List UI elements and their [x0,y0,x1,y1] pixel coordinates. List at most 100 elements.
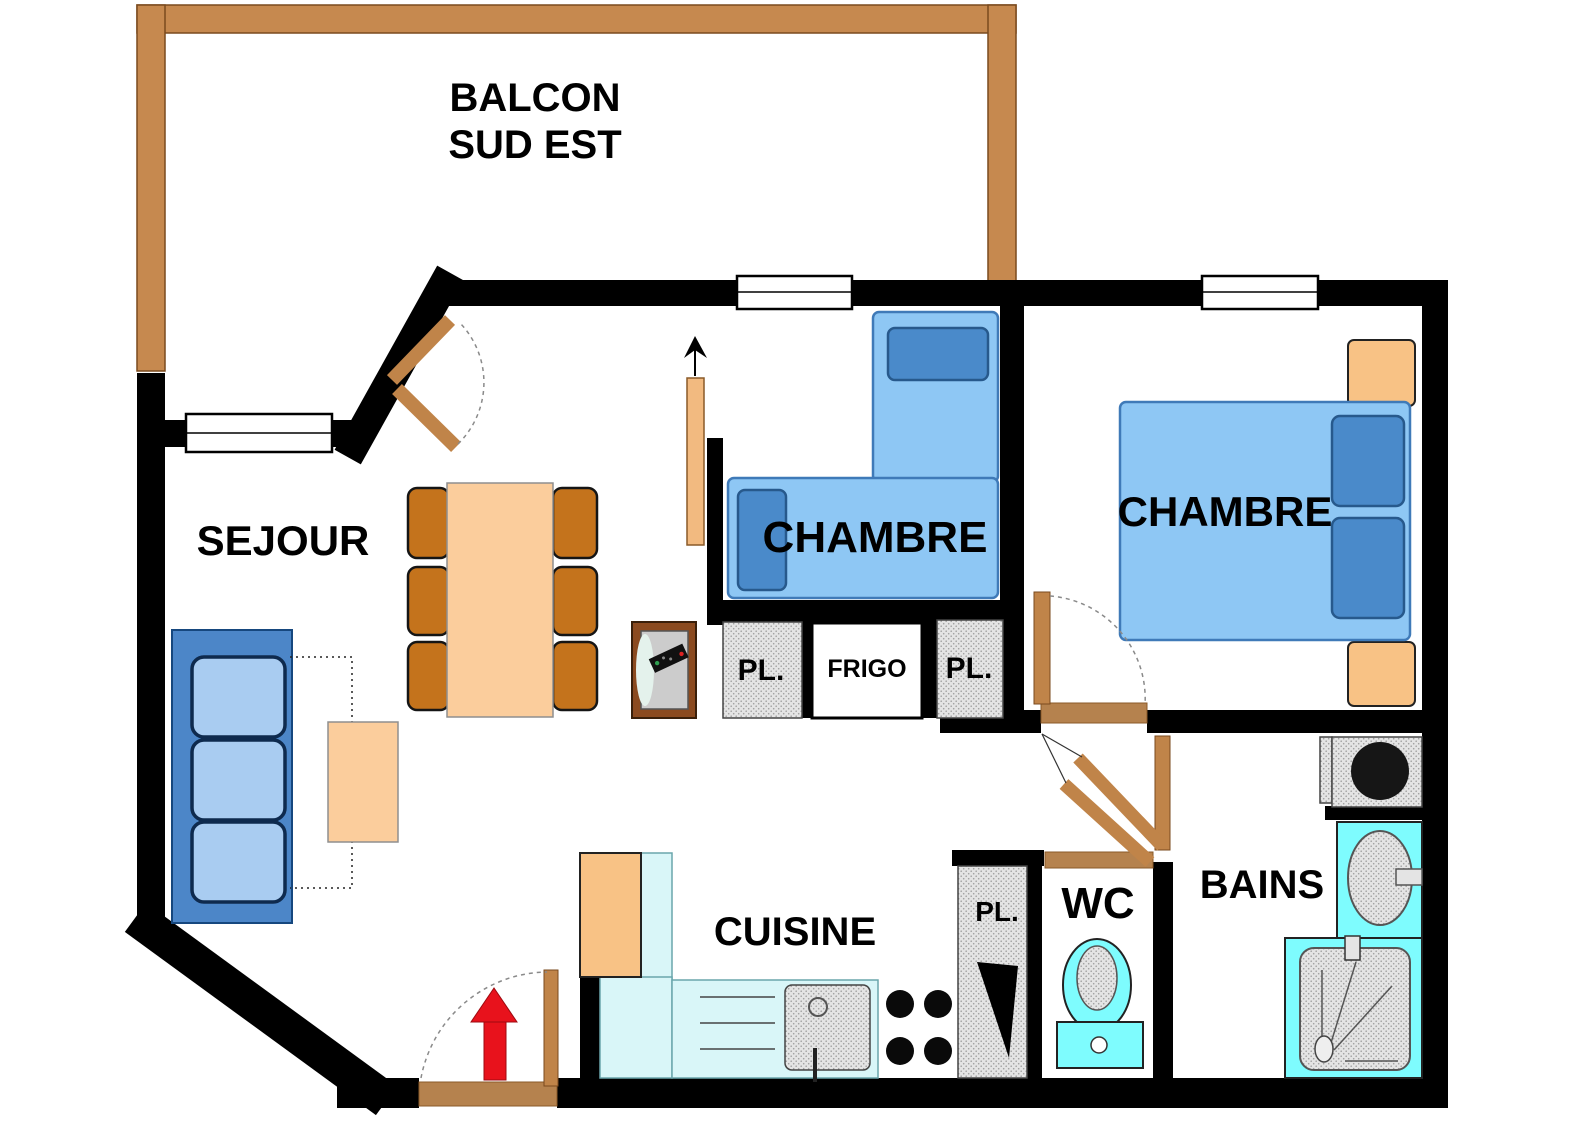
fridge [810,621,924,720]
living-room: SEJOUR [171,336,707,924]
door-swing-line [1041,733,1067,784]
wc-threshold [1044,851,1154,869]
balcony-label-line1: BALCON [449,76,620,120]
chair [406,640,451,712]
closet-kitchen: PL. [957,865,1028,1079]
wall-right [1422,280,1448,1108]
door-swing-arc [420,971,548,1079]
window-left [184,412,334,454]
counter-vertical [640,852,673,981]
tv-remote-icon [648,643,689,673]
chair [551,565,599,637]
wall-bedroom-divider [1000,280,1024,733]
chair [551,640,599,712]
bedroom-2-threshold [1040,702,1148,724]
wall-diagonal-bottom-left [124,902,398,1116]
balcony-door-leaf [392,384,461,452]
balcony-rail-top [136,4,1017,34]
balcony-rail-left [136,4,166,372]
kitchen-cabinet [579,852,642,978]
wall-hall-right [1147,710,1448,733]
bedroom-2-label: CHAMBRE [1118,488,1333,535]
bedroom-1-label: CHAMBRE [763,513,988,562]
balcony-label-line2: SUD EST [448,123,621,167]
stove-icon [886,990,952,1065]
nightstand [1347,641,1416,707]
closet-hall-left [722,621,803,719]
entrance-door [418,969,559,1107]
bedroom-2: CHAMBRE [1033,339,1416,724]
door-swing-arc [457,323,485,445]
wall-kitchen-left [580,977,600,1080]
dining-table [446,482,554,718]
kitchen: CUISINE PL. [579,852,1028,1082]
closet-kitchen-symbol [977,962,1018,1058]
window-bedroom2 [1200,274,1320,311]
entrance-door-panel [543,969,559,1087]
kitchen-label: CUISINE [714,910,876,954]
balcony-door-panel [386,315,456,385]
wall-wc-bains [1153,862,1173,1085]
balcony-door [386,315,485,452]
wall-bottom [557,1078,1448,1108]
wall-closet-kitchen-top [952,850,1044,866]
door-swing-arc [1049,595,1146,706]
balcony-rail-right [987,4,1017,284]
chair [406,486,451,560]
drawers [700,996,775,1050]
pillow [1330,414,1406,508]
bathroom-door [1041,733,1171,867]
entrance-threshold [418,1081,558,1107]
window-bedroom1 [735,274,854,311]
closet-hall-right-label: PL. [946,652,993,685]
bathroom: BAINS [1041,733,1423,1079]
toilet-room: WC [1044,851,1154,1069]
wall-sejour-bedroom1 [707,438,723,625]
bathroom-door-leaf [1073,753,1167,851]
hall-storage: PL. FRIGO PL. [722,619,1004,720]
wall-closet-wc [1027,866,1042,1080]
shower-icon [1284,935,1423,1079]
pillow [736,488,788,592]
pillow [886,326,990,382]
north-arrow-icon [684,336,707,376]
sliding-partition [684,336,707,546]
bedroom-2-door [1033,591,1148,724]
living-room-label: SEJOUR [197,517,370,564]
bathroom-door-frame [1154,735,1171,851]
pillow [1330,516,1406,620]
shower-drain [1314,1035,1334,1063]
washing-machine-icon [1319,736,1423,808]
coffee-table [327,721,399,843]
wall-washer-bottom [1325,806,1422,820]
dining-table-set [406,482,599,718]
closet-hall-right [936,619,1004,719]
wall-closet-sep2 [922,618,937,718]
interior-walls [580,280,1448,1085]
closet-hall-left-label: PL. [738,654,785,687]
fridge-label: FRIGO [827,655,906,683]
chair [551,486,599,560]
sink-icon [784,984,871,1082]
bathroom-sink-icon [1336,821,1423,939]
bedroom-2-door-panel [1033,591,1051,705]
windows [184,274,1320,454]
nightstand [1347,339,1416,407]
bathroom-door-leaf [1059,779,1155,867]
tv-icon [631,621,697,719]
sofa-bed-outline [290,656,353,889]
wall-left [137,373,165,940]
entry-arrow-icon [470,987,518,1081]
door-swing-line [1041,733,1083,758]
bedroom-1: CHAMBRE [726,310,1000,600]
bathroom-label: BAINS [1200,863,1324,907]
toilet-icon [1056,938,1144,1069]
toilet-label: WC [1061,879,1134,928]
balcony: BALCON SUD EST [136,4,1017,372]
chair [406,565,451,637]
bed-single-horizontal [726,476,1000,600]
sofa [171,629,353,924]
closet-kitchen-label: PL. [975,896,1019,927]
wall-closet-sep1 [802,620,812,718]
